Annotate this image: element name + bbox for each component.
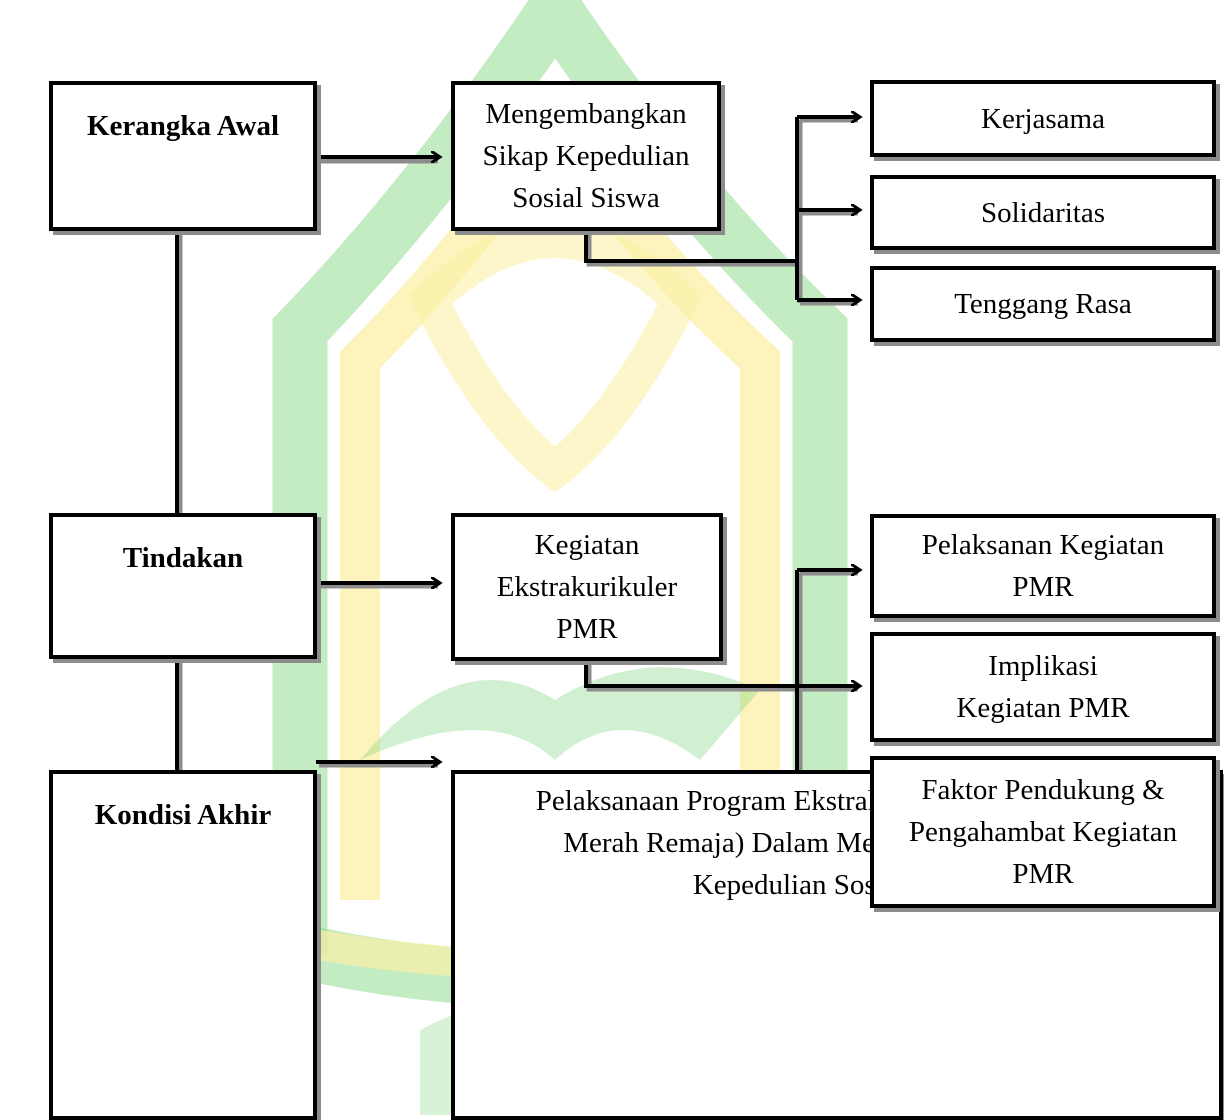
box-tenggang-rasa-label: Tenggang Rasa [954, 288, 1132, 320]
box-solidaritas: Solidaritas [870, 175, 1216, 250]
box-mengembangkan-sikap-label: Mengembangkan Sikap Kepedulian Sosial Si… [482, 98, 690, 214]
box-tenggang-rasa: Tenggang Rasa [870, 266, 1216, 342]
stage-kerangka-awal: Kerangka Awal [49, 81, 317, 231]
box-implikasi-kegiatan-label: Implikasi Kegiatan PMR [956, 650, 1130, 724]
box-solidaritas-label: Solidaritas [980, 196, 1106, 229]
box-implikasi-kegiatan: Implikasi Kegiatan PMR [870, 632, 1216, 742]
box-kerjasama-label: Kerjasama [981, 102, 1105, 135]
box-pelaksanan-kegiatan: Pelaksanan Kegiatan PMR [870, 514, 1216, 618]
watermark-dome [272, 0, 848, 955]
box-kegiatan-ekstrakurikuler: Kegiatan Ekstrakurikuler PMR [451, 513, 723, 661]
box-kegiatan-ekstrakurikuler-label: Kegiatan Ekstrakurikuler PMR [496, 529, 678, 645]
box-faktor-pendukung-label: Faktor Pendukung & Pengahambat Kegiatan … [908, 774, 1178, 890]
box-pelaksanan-kegiatan-label: Pelaksanan Kegiatan PMR [921, 529, 1165, 603]
stage-kondisi-akhir-label: Kondisi Akhir [94, 799, 272, 831]
box-kerjasama: Kerjasama [870, 80, 1216, 157]
stage-kondisi-akhir: Kondisi Akhir [49, 770, 317, 1120]
box-faktor-pendukung: Faktor Pendukung & Pengahambat Kegiatan … [870, 756, 1216, 908]
box-mengembangkan-sikap: Mengembangkan Sikap Kepedulian Sosial Si… [451, 81, 721, 231]
stage-tindakan-label: Tindakan [122, 542, 244, 574]
stage-tindakan: Tindakan [49, 513, 317, 659]
stage-kerangka-awal-label: Kerangka Awal [87, 110, 279, 142]
watermark-ornament [407, 222, 703, 493]
connector-strokes [175, 117, 858, 809]
